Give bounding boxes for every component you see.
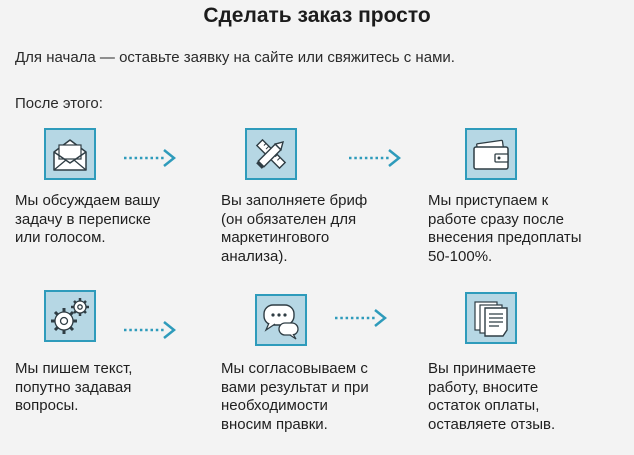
step-text: Вы заполняете бриф (он обязателен для ма… [221, 192, 368, 265]
documents-icon [465, 292, 517, 344]
step-text: Мы приступаем к работе сразу после внесе… [428, 192, 582, 265]
step-text: Мы согласовываем с вами результат и при … [221, 360, 369, 433]
step-text: Мы обсуждаем вашу задачу в переписке или… [15, 192, 161, 246]
chat-bubbles-icon [255, 294, 307, 346]
after-label: После этого: [15, 95, 103, 112]
step-text: Вы принимаете работу, вносите остаток оп… [428, 360, 556, 433]
arrow-icon [124, 149, 177, 167]
envelope-icon [44, 128, 96, 180]
arrow-icon [335, 309, 388, 327]
wallet-icon [465, 128, 517, 180]
arrow-icon [124, 321, 177, 339]
step-text: Мы пишем текст, попутно задавая вопросы. [15, 360, 133, 414]
pencil-ruler-icon [245, 128, 297, 180]
intro-text: Для начала — оставьте заявку на сайте ил… [15, 49, 455, 66]
arrow-icon [349, 149, 402, 167]
gears-icon [44, 290, 96, 342]
page-title: Сделать заказ просто [203, 4, 431, 27]
